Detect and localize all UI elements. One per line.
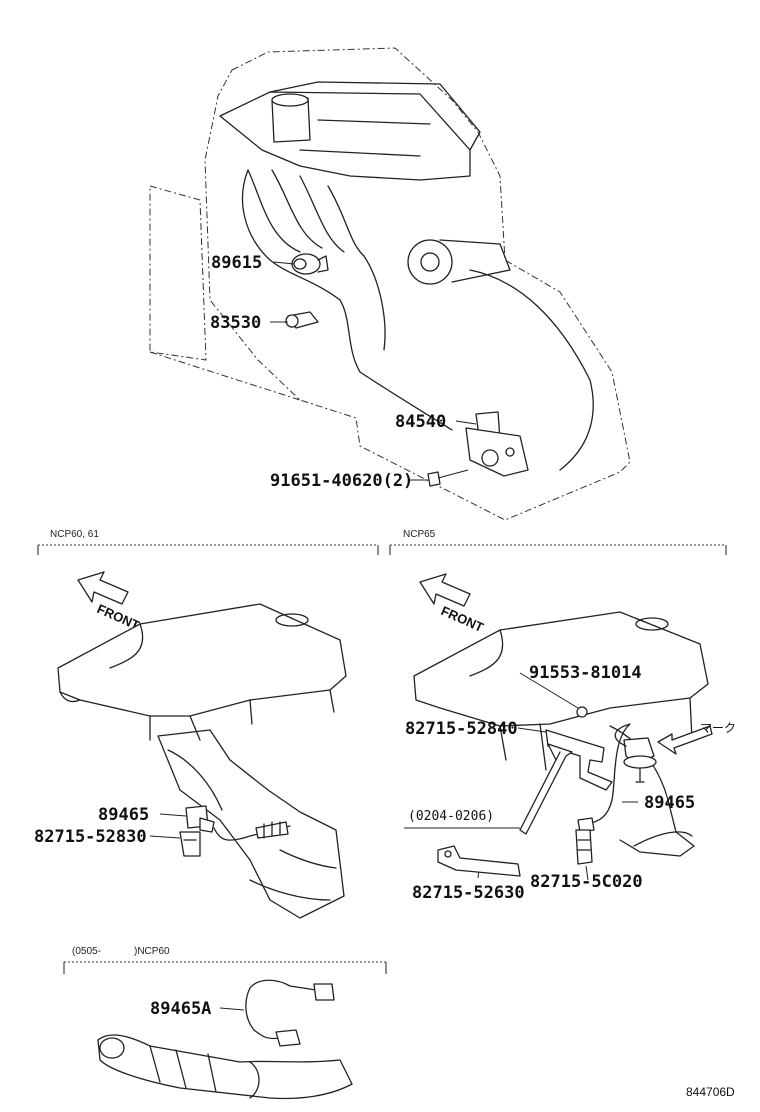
figure-reference: 844706D [686, 1085, 735, 1099]
label-89615: 89615 [211, 253, 262, 273]
label-89465-right: 89465 [644, 793, 695, 813]
section-label-left: NCP60, 61 [50, 529, 99, 540]
front-arrow-icon: FRONT [77, 571, 142, 633]
label-83530: 83530 [210, 313, 261, 333]
bracket-82715-52830 [179, 831, 201, 857]
label-mark: マーク [700, 721, 736, 735]
section-label-right: NCP65 [403, 529, 436, 540]
o2-sensor-89465-right [577, 723, 657, 833]
bracket-82715-52840 [545, 706, 613, 791]
label-91553-81014: 91553-81014 [529, 663, 642, 683]
section-label-bottom-model: )NCP60 [134, 946, 170, 957]
label-82715-5c020: 82715-5C020 [530, 872, 643, 892]
section-label-bottom-range: (0505- [72, 946, 101, 957]
label-82715-52830: 82715-52830 [34, 827, 147, 847]
o2-sensor-89465a [245, 979, 335, 1047]
front-arrow-icon: FRONT [419, 573, 486, 635]
label-89465-left: 89465 [98, 805, 149, 825]
arrow-to-sensor-icon [657, 725, 713, 755]
label-82715-52630: 82715-52630 [412, 883, 525, 903]
label-82715-52840: 82715-52840 [405, 719, 518, 739]
panel-ncp65: FRONT [404, 573, 736, 903]
switch-84540 [465, 411, 529, 477]
sensor-89615 [291, 253, 329, 275]
label-91651: 91651-40620(2) [270, 471, 413, 491]
panel-ncp60-61: FRONT 89465 82715-52830 [34, 571, 347, 919]
bracket-82715-52630 [437, 845, 521, 877]
sensor-83530 [285, 311, 319, 329]
label-84540: 84540 [395, 412, 446, 432]
panel-0505-ncp60: (0505- )NCP60 89465A [63, 946, 387, 1100]
section-header-right: NCP65 [389, 529, 727, 555]
engine-assembly: 89615 83530 84540 91651-40620(2) [149, 47, 631, 521]
label-date-range: (0204-0206) [408, 809, 494, 824]
o2-sensor-89465-left [185, 805, 291, 841]
arrow-to-bracket-icon [519, 743, 573, 835]
bolt-91651 [427, 469, 469, 487]
front-text-right: FRONT [439, 603, 486, 635]
bracket-82715-5c020 [575, 829, 593, 865]
section-header-left: NCP60, 61 [37, 529, 379, 555]
label-89465a: 89465A [150, 999, 211, 1019]
